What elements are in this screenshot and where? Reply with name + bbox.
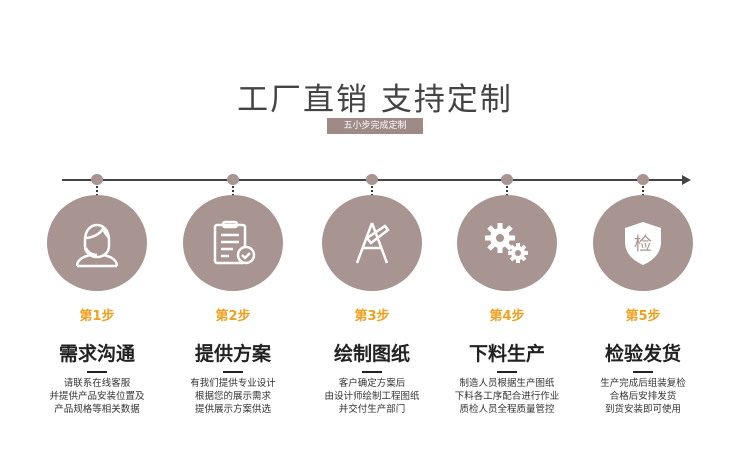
step-description: 生产完成后组装复检合格后安排发货到货安装即可使用 [600,378,686,415]
divider [362,371,382,373]
svg-text:检: 检 [634,234,652,255]
step-number: 第5步 [625,309,661,324]
step-description: 请联系在线客服并提供产品安装位置及产品规格等相关数据 [49,378,145,415]
step-number: 第3步 [354,309,390,324]
connector [371,186,375,196]
step-number: 第2步 [215,309,251,324]
connector [96,186,100,196]
gears-icon [485,223,528,263]
clipboard-check-icon [213,220,256,265]
step-circle: 检 [593,195,693,291]
divider [223,371,243,373]
step-description: 有我们提供专业设计根据您的展示需求提供展示方案供选 [190,378,276,415]
step-title: 检验发货 [604,343,681,365]
step-title: 下料生产 [468,343,545,365]
step-description: 客户确定方案后由设计师绘制工程图纸并交付生产部门 [324,378,420,415]
connector [506,186,510,196]
timeline-dot [227,174,239,185]
step-number: 第1步 [79,309,115,324]
subtitle-badge: 五小步完成定制 [327,118,423,134]
divider [633,371,653,373]
step-title: 需求沟通 [58,343,135,365]
step-title: 绘制图纸 [333,343,410,365]
connector [642,186,646,196]
step-circle [457,195,557,291]
timeline-arrow-icon [682,175,691,185]
connector [232,186,236,196]
customer-service-icon [75,223,119,268]
step-number: 第4步 [489,309,525,324]
step-circle [322,195,422,291]
timeline-dot [366,174,378,185]
step-circle [47,195,147,291]
drawing-tools-icon [355,222,390,264]
step-circle [183,195,283,291]
step-description: 制造人员根据生产图纸下料各工序配合进行作业质检人员全程质量管控 [454,378,560,415]
divider [497,371,517,373]
divider [87,371,107,373]
timeline-dot [91,174,103,185]
inspection-shield-icon: 检 [625,222,661,265]
timeline-dot [501,174,513,185]
page-title: 工厂直销 支持定制 [237,82,513,118]
timeline-dot [637,174,649,185]
step-title: 提供方案 [194,343,271,365]
